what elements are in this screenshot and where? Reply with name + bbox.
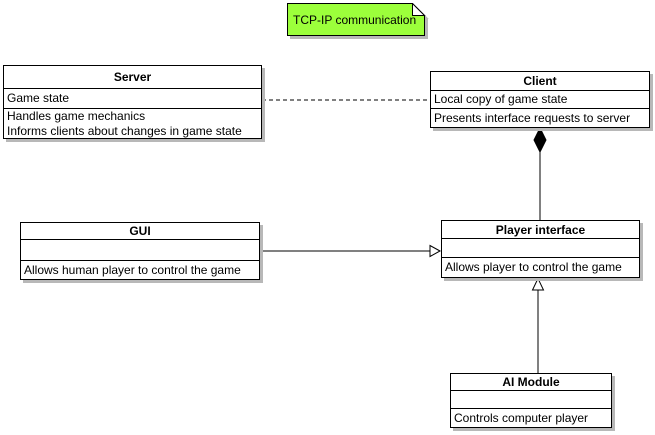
method-item: Allows player to control the game bbox=[445, 260, 622, 274]
class-title: Server bbox=[113, 70, 152, 84]
methods-compartment: Controls computer player bbox=[451, 408, 611, 427]
edge-gui-player-interface-generalization[interactable] bbox=[260, 244, 442, 258]
hollow-triangle-arrowhead bbox=[429, 244, 442, 258]
class-player-interface[interactable]: Player interface Allows player to contro… bbox=[441, 220, 640, 278]
attributes-compartment-empty bbox=[21, 239, 259, 260]
method-item: Informs clients about changes in game st… bbox=[7, 123, 242, 138]
method-item: Allows human player to control the game bbox=[24, 262, 241, 277]
method-item: Controls computer player bbox=[454, 410, 589, 425]
hollow-triangle-arrowhead bbox=[531, 277, 545, 291]
edge-player-interface-client-composition[interactable] bbox=[533, 126, 547, 220]
class-title: GUI bbox=[129, 224, 151, 238]
class-client[interactable]: Client Local copy of game state Presents… bbox=[430, 71, 650, 128]
methods-compartment: Presents interface requests to server bbox=[431, 108, 649, 127]
note-fold-corner bbox=[412, 2, 426, 16]
method-item: Handles game mechanics bbox=[7, 108, 146, 123]
method-item: Presents interface requests to server bbox=[434, 110, 631, 125]
class-title: Client bbox=[523, 74, 557, 88]
note-tcp-ip[interactable]: TCP-IP communication bbox=[287, 2, 428, 39]
methods-compartment: Allows player to control the game bbox=[442, 257, 639, 277]
note-shape bbox=[287, 2, 426, 36]
methods-compartment: Handles game mechanics Informs clients a… bbox=[4, 108, 261, 138]
filled-diamond-arrowhead bbox=[533, 126, 547, 154]
class-title: AI Module bbox=[502, 375, 560, 389]
attribute-item: Game state bbox=[7, 91, 70, 105]
attributes-compartment-empty bbox=[451, 390, 611, 408]
attributes-compartment: Game state bbox=[4, 88, 261, 108]
methods-compartment: Allows human player to control the game bbox=[21, 260, 259, 279]
attribute-item: Local copy of game state bbox=[434, 92, 568, 106]
attributes-compartment-empty bbox=[442, 238, 639, 257]
class-title: Player interface bbox=[495, 222, 586, 237]
attributes-compartment: Local copy of game state bbox=[431, 90, 649, 108]
class-gui[interactable]: GUI Allows human player to control the g… bbox=[20, 222, 260, 280]
note-text: TCP-IP communication bbox=[293, 12, 417, 27]
class-server[interactable]: Server Game state Handles game mechanics… bbox=[3, 65, 262, 139]
class-ai-module[interactable]: AI Module Controls computer player bbox=[450, 373, 612, 428]
edge-ai-module-player-interface-generalization[interactable] bbox=[531, 277, 545, 374]
